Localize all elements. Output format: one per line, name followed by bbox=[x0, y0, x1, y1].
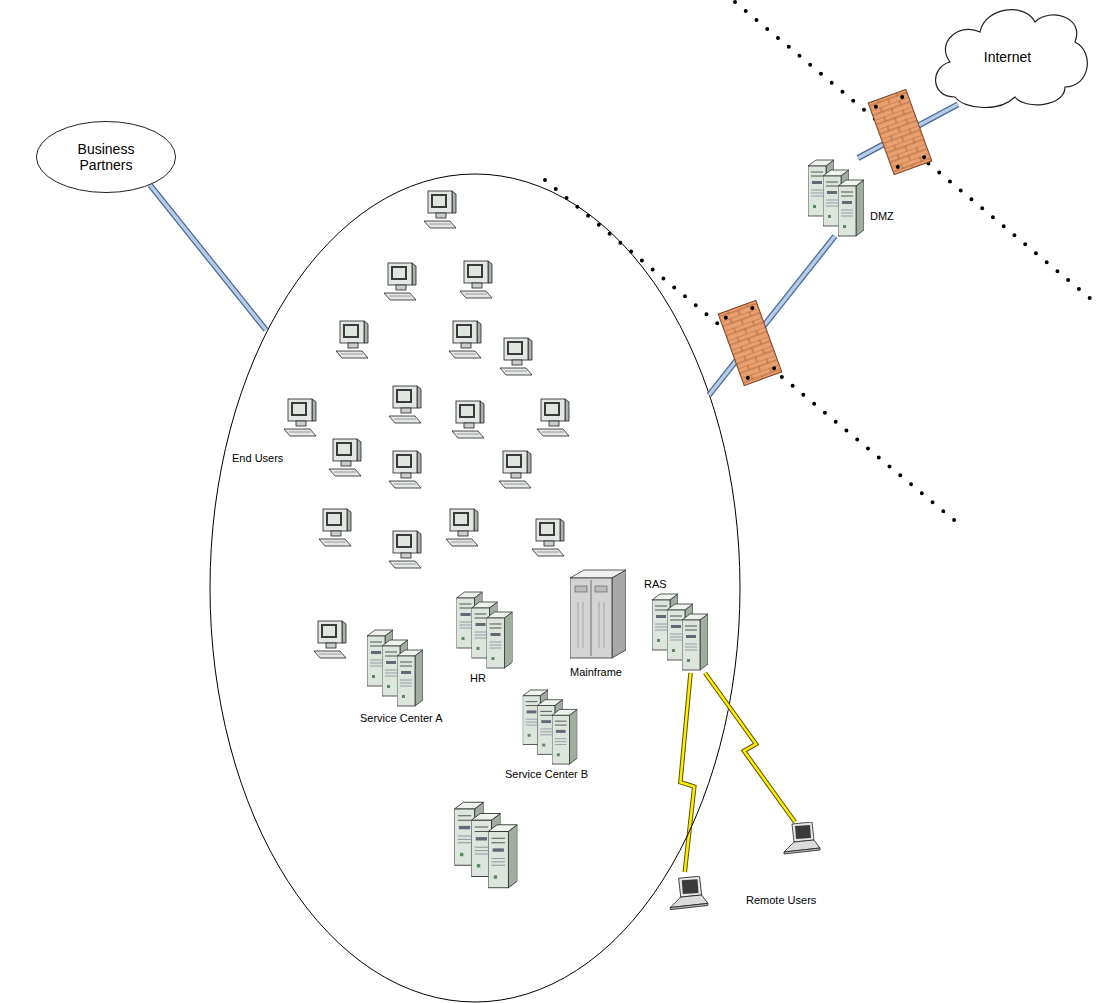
firewall bbox=[922, 155, 927, 160]
server-group-icon bbox=[448, 590, 523, 670]
firewall bbox=[868, 89, 932, 174]
firewall bbox=[873, 104, 878, 109]
user-group: End Users bbox=[232, 452, 292, 468]
workstation-icon bbox=[284, 191, 569, 658]
server-group bbox=[454, 802, 517, 888]
workstation-icon bbox=[384, 263, 416, 300]
workstation-icon bbox=[329, 439, 361, 476]
zone-boundary bbox=[545, 2, 1092, 525]
server-group: RAS bbox=[636, 578, 724, 673]
wireless-link bbox=[680, 673, 694, 872]
remote-laptop-icon bbox=[664, 876, 710, 914]
workstation-icon bbox=[389, 386, 421, 423]
node-label: Service Center B bbox=[505, 768, 588, 781]
zone-boundary bbox=[735, 2, 1092, 300]
node-label: Mainframe bbox=[570, 666, 622, 679]
wireless-link bbox=[705, 673, 795, 822]
firewall bbox=[723, 315, 728, 320]
node-label: Business Partners bbox=[58, 141, 154, 173]
workstation-icon bbox=[460, 261, 492, 298]
workstation-icon bbox=[424, 191, 456, 228]
workstation-icon bbox=[389, 531, 421, 568]
network-pipe bbox=[709, 236, 835, 395]
workstation-icon bbox=[446, 509, 478, 546]
server-group-icon bbox=[457, 592, 513, 668]
wireless-link bbox=[705, 673, 795, 822]
firewall bbox=[718, 300, 782, 385]
workstation-icon bbox=[500, 338, 532, 375]
server-group-icon bbox=[515, 688, 587, 766]
workstation-icon bbox=[389, 451, 421, 488]
firewall bbox=[718, 300, 782, 385]
mainframe: Mainframe bbox=[568, 568, 632, 686]
workstation-icon bbox=[314, 621, 346, 658]
server-group: Service Center B bbox=[505, 688, 605, 783]
node-label: DMZ bbox=[870, 210, 894, 223]
wireless-link bbox=[680, 673, 694, 872]
node-label: End Users bbox=[232, 452, 283, 465]
cloud-outline bbox=[936, 10, 1088, 108]
remote-laptop: Remote Users bbox=[662, 872, 852, 920]
wireless-link bbox=[680, 673, 694, 872]
internal-network-ellipse bbox=[210, 174, 740, 1002]
mainframe-icon bbox=[570, 570, 626, 658]
ellipse-outline bbox=[36, 121, 175, 192]
server-group-icon bbox=[367, 630, 423, 706]
server-group-icon bbox=[523, 690, 578, 764]
node-label: HR bbox=[470, 672, 486, 685]
network-pipe bbox=[150, 185, 266, 330]
workstation-icon bbox=[452, 401, 484, 438]
workstation-icon bbox=[284, 399, 316, 436]
firewall bbox=[745, 375, 750, 380]
workstation-icon bbox=[449, 321, 481, 358]
remote-laptop-icon bbox=[670, 876, 708, 909]
node-label: Service Center A bbox=[360, 712, 443, 725]
node-label: Internet bbox=[984, 49, 1031, 65]
text-holder: Business Partners bbox=[35, 120, 177, 194]
server-group-icon bbox=[808, 158, 866, 238]
workstation-icon bbox=[336, 321, 368, 358]
text-holder: Internet bbox=[925, 2, 1090, 112]
zone-boundary bbox=[545, 180, 960, 525]
server-group: HR bbox=[448, 590, 533, 690]
firewall bbox=[772, 366, 777, 371]
network-pipe bbox=[150, 185, 835, 395]
network-pipe bbox=[150, 185, 266, 330]
server-group-icon bbox=[808, 160, 864, 236]
server-group-icon bbox=[652, 594, 708, 670]
partner-ellipse: Business Partners bbox=[35, 120, 177, 194]
laptop-icon bbox=[784, 822, 820, 854]
wireless-link bbox=[705, 673, 795, 822]
workstation-icon bbox=[319, 509, 351, 546]
mainframe-icon bbox=[570, 568, 626, 660]
server-group-icon bbox=[646, 592, 716, 672]
server-group-icon bbox=[360, 628, 432, 708]
firewall bbox=[718, 300, 782, 385]
workstation-icon bbox=[537, 399, 569, 436]
server-group: Service Center A bbox=[355, 628, 450, 728]
node-label: RAS bbox=[644, 578, 667, 591]
firewall bbox=[895, 164, 900, 169]
workstation-icon bbox=[532, 519, 564, 556]
server-group: DMZ bbox=[808, 158, 908, 240]
node-label: Remote Users bbox=[746, 894, 816, 907]
internet-cloud: Internet bbox=[925, 2, 1090, 112]
workstation-icon bbox=[499, 451, 531, 488]
firewall bbox=[868, 89, 932, 174]
network-pipe bbox=[709, 236, 835, 395]
firewall bbox=[900, 95, 905, 100]
firewall bbox=[868, 89, 932, 174]
firewall bbox=[750, 306, 755, 311]
